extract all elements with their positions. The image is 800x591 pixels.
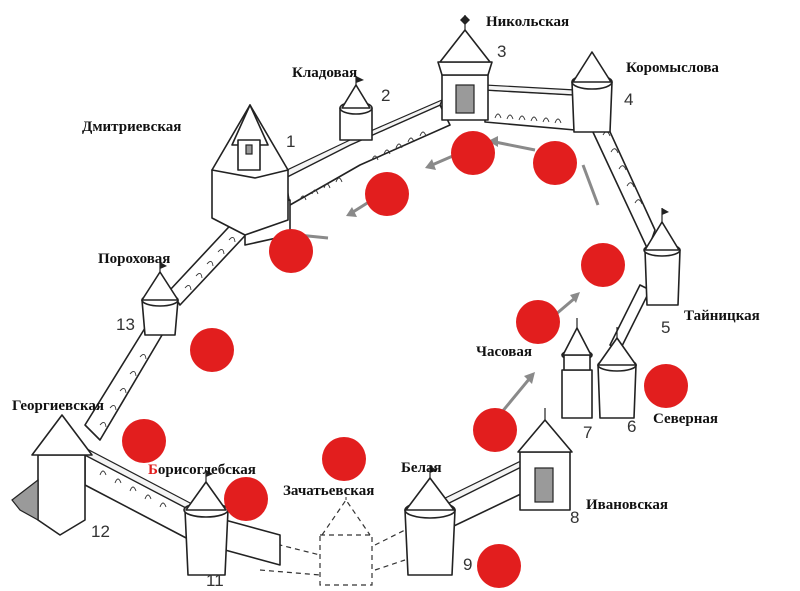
marker-red <box>190 328 234 372</box>
label-tainitskaya: Тайницкая <box>684 308 760 324</box>
tower-borisoglebskaya <box>183 470 229 576</box>
tower-dmitrievskaya <box>211 104 289 236</box>
marker-red <box>322 437 366 481</box>
wall-arches-n <box>494 113 562 124</box>
number-chasovaya: 7 <box>583 423 592 442</box>
tower-labels: Дмитриевская Кладовая Никольская Коромыс… <box>12 14 760 513</box>
number-koromyslova: 4 <box>624 90 633 109</box>
route-arrow <box>554 296 576 317</box>
marker-red <box>516 300 560 344</box>
route-arrow <box>581 164 600 206</box>
route-arrow <box>494 140 536 152</box>
label-georgievskaya: Георгиевская <box>12 398 104 414</box>
number-nikolskaya: 3 <box>497 42 506 61</box>
wall-borisoglebskaya-east <box>224 519 281 566</box>
wall-arches-w <box>99 354 147 428</box>
towers <box>11 15 681 586</box>
tower-nikolskaya <box>437 15 493 121</box>
wall-arches-nw <box>299 131 427 201</box>
label-borisoglebskaya: Борисоглебская <box>148 462 256 478</box>
label-chasovaya: Часовая <box>476 344 532 360</box>
label-borisoglebskaya-first-letter: Б <box>148 462 158 478</box>
red-markers <box>122 131 688 588</box>
marker-red <box>365 172 409 216</box>
marker-red <box>269 229 313 273</box>
label-kladovaya: Кладовая <box>292 65 357 81</box>
label-zachatyevskaya: Зачатьевская <box>283 483 374 499</box>
marker-red <box>533 141 577 185</box>
number-kladovaya: 2 <box>381 86 390 105</box>
label-borisoglebskaya-rest: орисоглебская <box>158 462 256 478</box>
wall-tainitskaya-severnaya <box>609 284 651 351</box>
marker-red <box>477 544 521 588</box>
number-porokhovaya: 13 <box>116 315 135 334</box>
label-ivanovskaya: Ивановская <box>586 497 668 513</box>
tower-severnaya <box>597 327 637 419</box>
tower-belaya <box>404 466 456 576</box>
label-dmitrievskaya: Дмитриевская <box>82 119 181 135</box>
marker-red <box>451 131 495 175</box>
number-borisoglebskaya: 11 <box>206 571 224 590</box>
tower-koromyslova <box>571 51 613 133</box>
wall-arches-sw <box>99 470 167 508</box>
tower-kladovaya <box>339 76 373 141</box>
tower-georgievskaya <box>11 414 93 536</box>
label-koromyslova: Коромыслова <box>626 60 719 76</box>
number-georgievskaya: 12 <box>91 522 110 541</box>
tower-chasovaya <box>561 318 593 419</box>
marker-red <box>644 364 688 408</box>
marker-red <box>581 243 625 287</box>
tower-tainitskaya <box>643 208 681 306</box>
tower-zachatyevskaya <box>319 488 373 586</box>
wall-arches-w2 <box>184 237 236 291</box>
number-severnaya: 6 <box>627 417 636 436</box>
tower-numbers: 1 2 3 4 5 6 7 8 9 11 12 13 <box>91 42 670 590</box>
number-ivanovskaya: 8 <box>570 508 579 527</box>
marker-red <box>224 477 268 521</box>
tower-ivanovskaya <box>517 408 573 511</box>
label-belaya: Белая <box>401 460 442 476</box>
label-nikolskaya: Никольская <box>486 14 569 30</box>
label-severnaya: Северная <box>653 411 718 427</box>
tower-porokhovaya <box>141 262 179 336</box>
number-dmitrievskaya: 1 <box>286 132 295 151</box>
marker-red <box>122 419 166 463</box>
marker-red <box>473 408 517 452</box>
label-porokhovaya: Пороховая <box>98 251 170 267</box>
number-tainitskaya: 5 <box>661 318 670 337</box>
number-belaya: 9 <box>463 555 472 574</box>
wall-nikolskaya-koromyslova <box>484 89 576 131</box>
wall-ruined-south <box>259 529 406 576</box>
